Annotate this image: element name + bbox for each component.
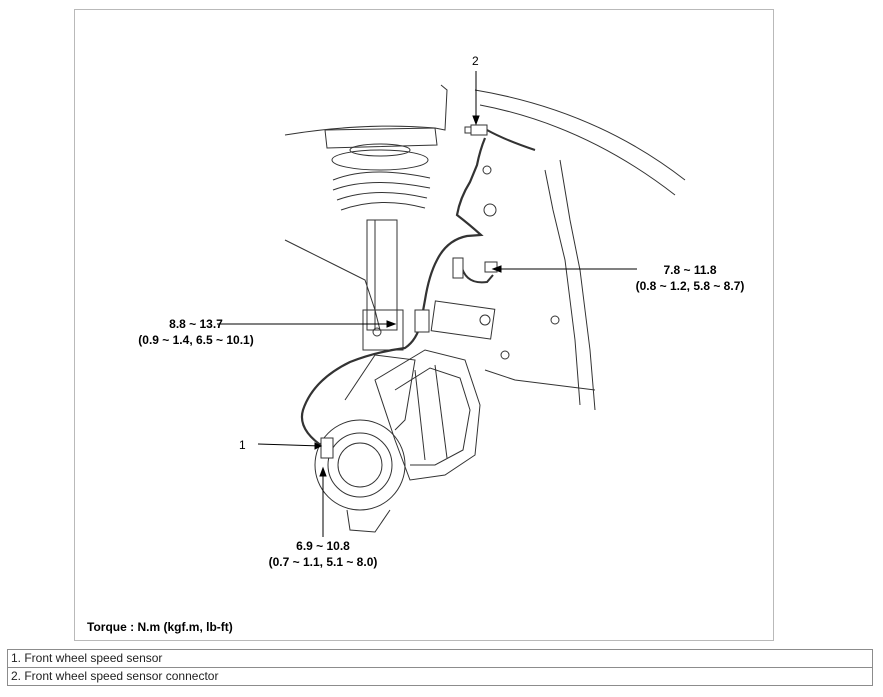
connector-cable-upper bbox=[486, 129, 536, 151]
legend-table: 1. Front wheel speed sensor 2. Front whe… bbox=[7, 649, 873, 686]
bolt-upper bbox=[479, 314, 491, 326]
wheelhouse-arch bbox=[474, 89, 686, 181]
torque-value: 8.8 ~ 13.7 bbox=[169, 317, 223, 331]
body-panel-outline bbox=[284, 84, 448, 136]
strut-bracket bbox=[362, 309, 404, 351]
torque-unit-note: Torque : N.m (kgf.m, lb-ft) bbox=[87, 620, 233, 634]
diagram-frame: 1 2 8.8 ~ 13.7 (0.9 ~ 1.4, 6.5 ~ 10.1) 7… bbox=[74, 9, 774, 641]
suspension-line-drawing bbox=[217, 71, 686, 537]
steering-knuckle bbox=[344, 354, 416, 431]
sensor-cable bbox=[300, 137, 487, 449]
torque-conversion: (0.7 ~ 1.1, 5.1 ~ 8.0) bbox=[268, 555, 378, 569]
torque-spec-sensor-bolt: 6.9 ~ 10.8 (0.7 ~ 1.1, 5.1 ~ 8.0) bbox=[253, 538, 393, 570]
cable-clip bbox=[414, 309, 430, 333]
brake-caliper bbox=[374, 349, 481, 481]
leader-1 bbox=[257, 443, 322, 447]
wheel-hub bbox=[314, 419, 406, 511]
callout-1: 1 bbox=[239, 438, 246, 452]
rear-panel-edge-2 bbox=[559, 159, 596, 411]
torque-conversion: (0.9 ~ 1.4, 6.5 ~ 10.1) bbox=[138, 333, 254, 347]
strut-tube bbox=[366, 219, 398, 331]
sensor-connector bbox=[470, 124, 488, 136]
torque-spec-bracket-bolt: 8.8 ~ 13.7 (0.9 ~ 1.4, 6.5 ~ 10.1) bbox=[108, 316, 284, 348]
cable-grommet bbox=[452, 257, 464, 279]
torque-spec-clip-bolt: 7.8 ~ 11.8 (0.8 ~ 1.2, 5.8 ~ 8.7) bbox=[608, 262, 772, 294]
strut-mount bbox=[331, 149, 429, 171]
torque-value: 6.9 ~ 10.8 bbox=[296, 539, 350, 553]
upper-mount-bracket bbox=[324, 127, 438, 149]
legend-item: 2. Front wheel speed sensor connector bbox=[11, 669, 219, 683]
wheel-speed-sensor bbox=[320, 437, 334, 459]
spring-coil bbox=[332, 171, 431, 181]
inner-fender-outline bbox=[284, 239, 381, 331]
torque-conversion: (0.8 ~ 1.2, 5.8 ~ 8.7) bbox=[635, 279, 745, 293]
apron-edge bbox=[484, 369, 596, 391]
rear-panel-edge bbox=[544, 169, 581, 406]
legend-item: 1. Front wheel speed sensor bbox=[8, 650, 872, 668]
wheelhouse-arch-inner bbox=[479, 104, 676, 196]
torque-value: 7.8 ~ 11.8 bbox=[663, 263, 717, 277]
callout-2: 2 bbox=[472, 54, 479, 68]
